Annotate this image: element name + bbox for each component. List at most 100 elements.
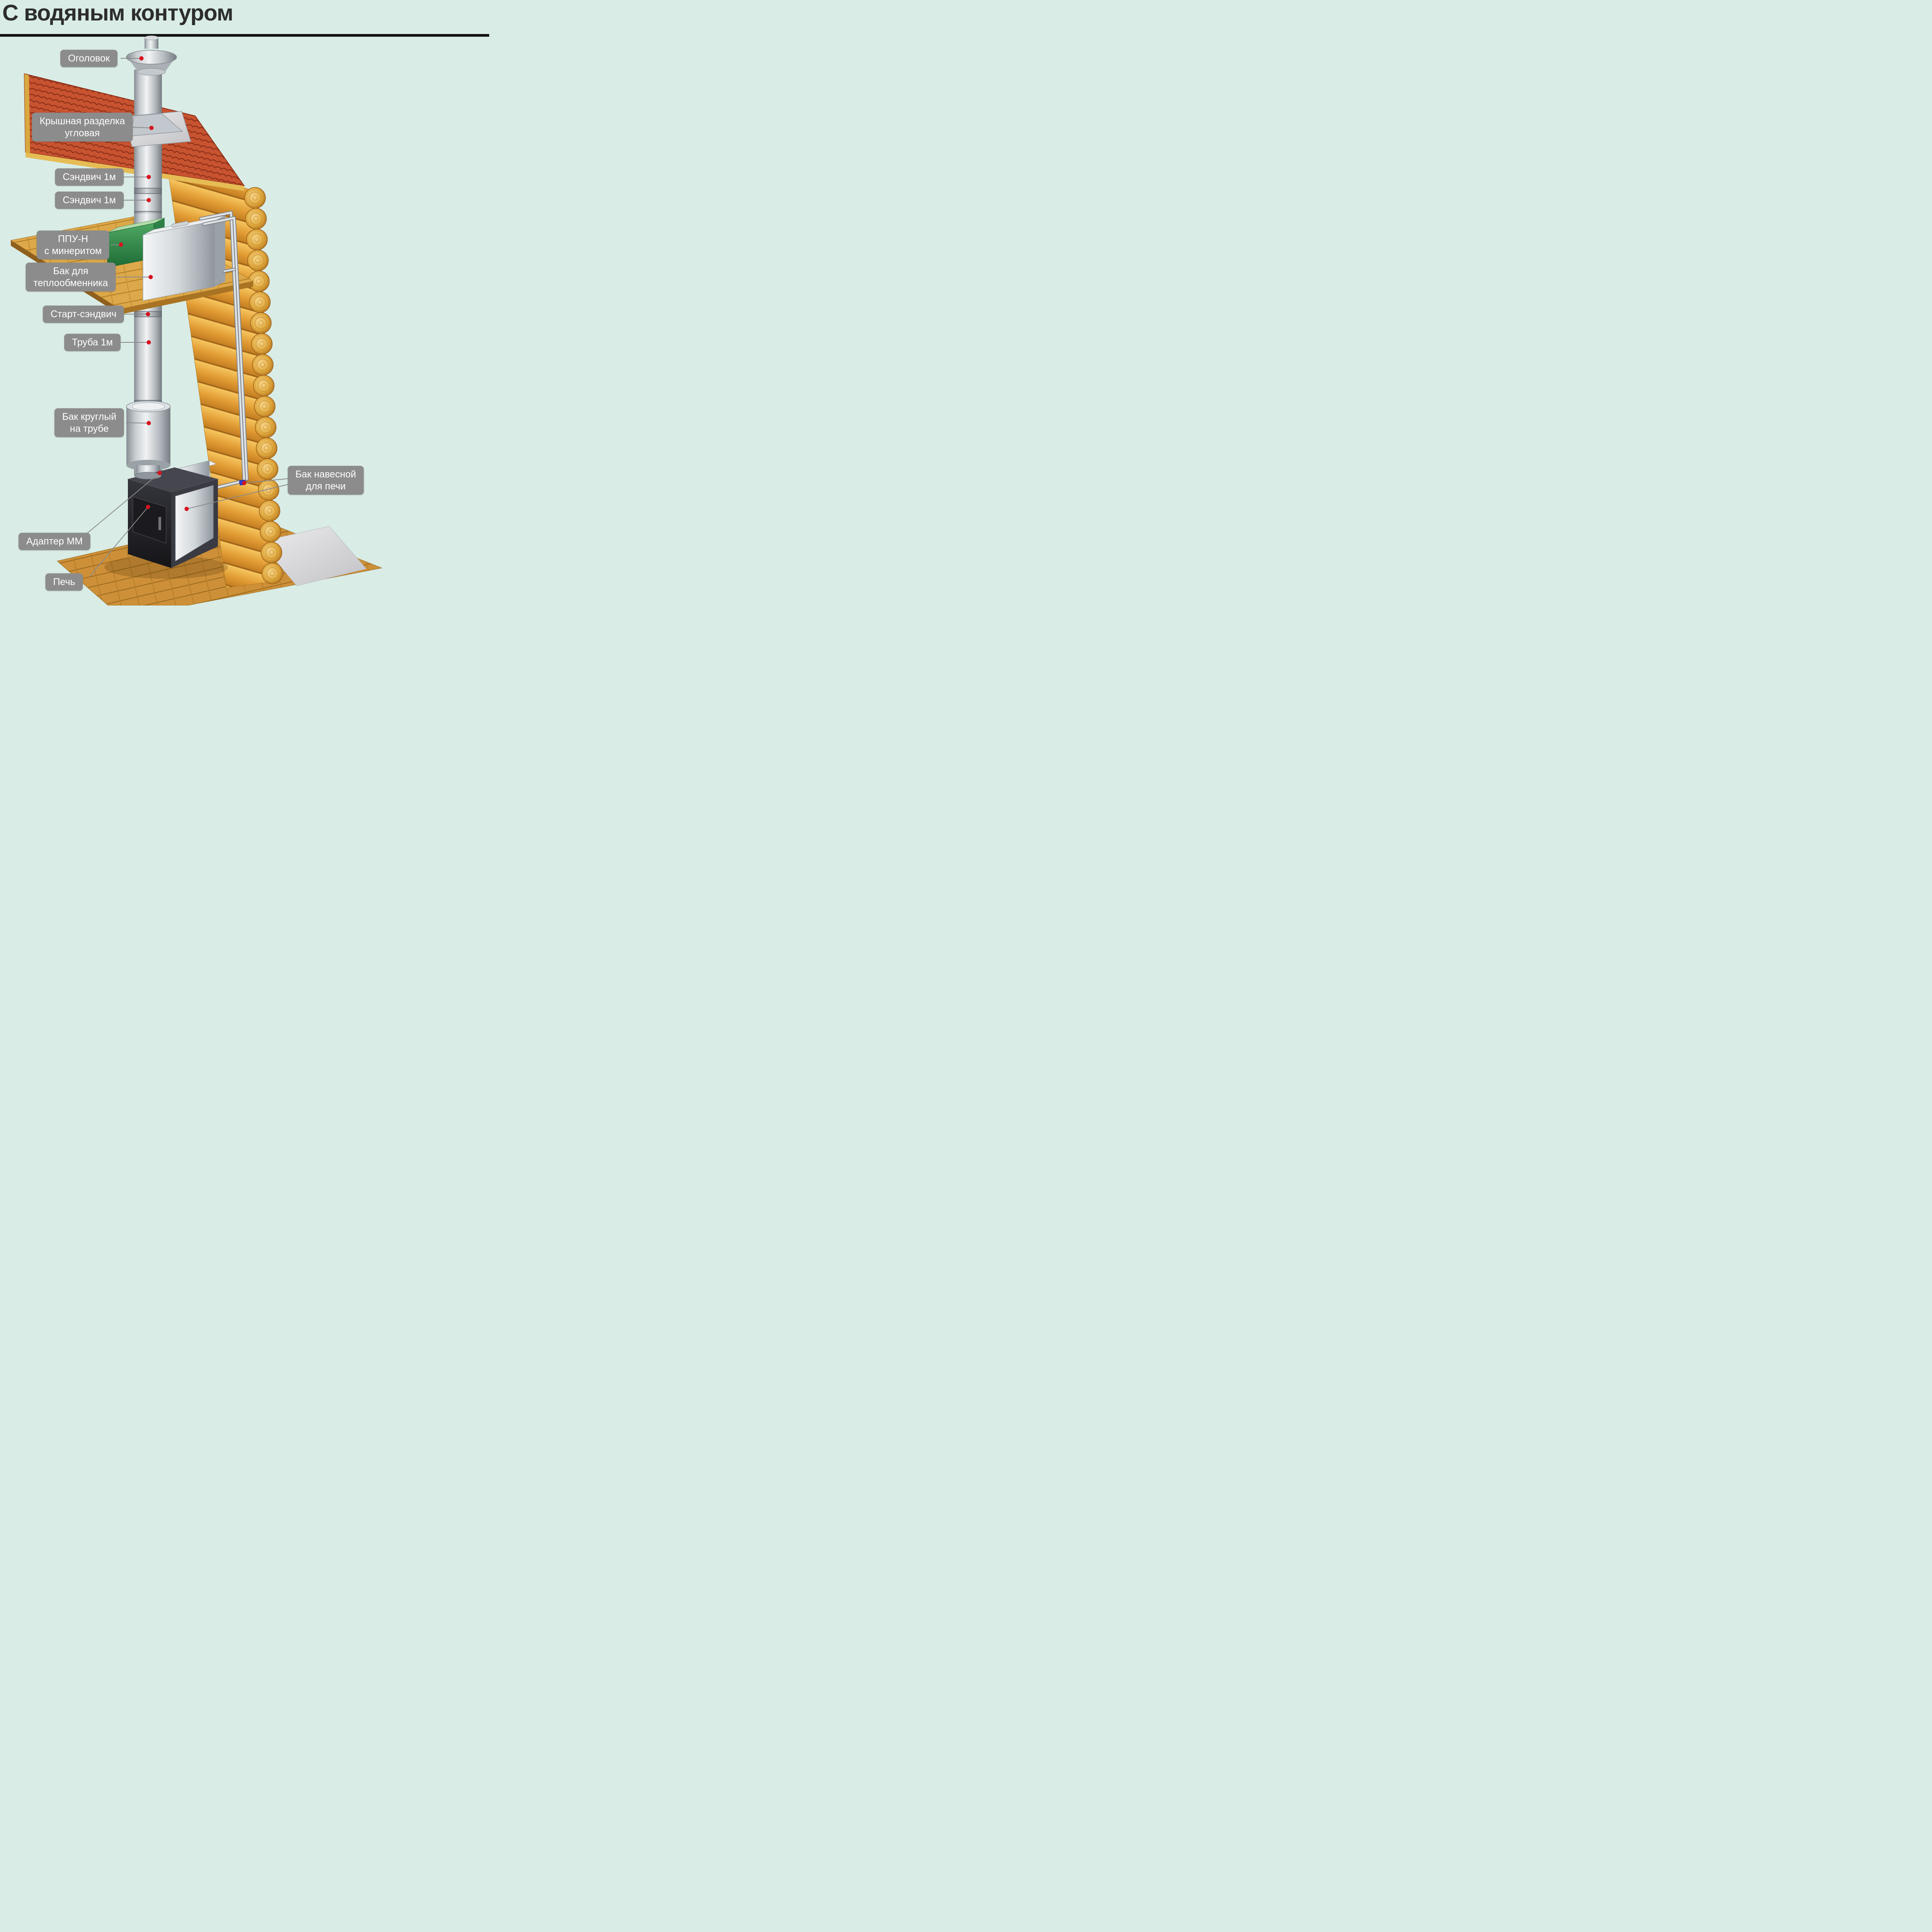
log-end xyxy=(260,442,273,454)
log-end xyxy=(259,400,271,413)
hanging-tank xyxy=(175,485,214,561)
round-tank-on-pipe xyxy=(126,401,171,477)
marker-dot xyxy=(146,198,151,202)
pipe-joint xyxy=(134,188,162,194)
infographic-page: С водяным контуром xyxy=(0,0,489,605)
log-end xyxy=(247,250,269,271)
log-end xyxy=(259,341,265,347)
label-sandwich-1m-upper: Сэндвич 1м xyxy=(55,168,124,186)
label-pipe-1m: Труба 1м xyxy=(64,333,121,351)
log-end xyxy=(255,338,268,350)
marker-dot xyxy=(146,421,151,425)
log-end xyxy=(255,258,261,263)
log-end xyxy=(253,375,275,396)
log-end xyxy=(270,571,275,576)
marker-dot xyxy=(148,275,153,279)
log-end xyxy=(262,563,283,584)
marker-dot xyxy=(146,175,151,179)
installation-illustration xyxy=(10,36,383,605)
marker-dot xyxy=(157,471,162,475)
label-heat-exchanger-tank: Бак для теплообменника xyxy=(26,262,116,292)
log-end xyxy=(257,299,263,305)
label-roof-flashing: Крышная разделка угловая xyxy=(32,112,133,142)
log-end xyxy=(254,396,276,417)
log-end xyxy=(254,237,260,242)
log-end xyxy=(264,446,269,451)
label-hanging-tank-for-stove: Бак навесной для печи xyxy=(287,466,364,495)
roof-flashing xyxy=(122,111,191,147)
door-handle xyxy=(158,517,161,530)
log-end xyxy=(262,404,267,409)
connector-line xyxy=(130,127,152,128)
log-end xyxy=(263,425,269,430)
label-ceiling-pass-unit: ППУ-Н с минеритом xyxy=(36,230,110,260)
label-stove: Печь xyxy=(45,573,83,591)
log-end xyxy=(258,479,279,501)
log-end xyxy=(260,521,281,543)
stove xyxy=(127,460,219,568)
log-end xyxy=(264,526,277,538)
page-title: С водяным контуром xyxy=(2,0,233,26)
log-end xyxy=(251,333,273,355)
label-cap: Оголовок xyxy=(60,49,117,67)
log-end xyxy=(252,195,258,201)
adapter-collar xyxy=(134,472,162,480)
tank-side xyxy=(214,216,225,287)
connector-line xyxy=(186,483,291,509)
log-end xyxy=(252,254,264,267)
log-end xyxy=(265,466,270,472)
markers xyxy=(119,56,247,511)
water-pipes xyxy=(199,211,249,490)
label-start-sandwich: Старт-сэндвич xyxy=(43,305,124,323)
log-end xyxy=(249,291,271,313)
log-end xyxy=(267,508,272,514)
roof-gable-edge xyxy=(24,74,30,154)
stove-door xyxy=(133,497,167,544)
log-end xyxy=(257,458,279,480)
log-end xyxy=(265,546,278,559)
marker-dot xyxy=(149,126,154,130)
marker-dot xyxy=(139,56,144,61)
log-end xyxy=(258,320,264,326)
connector-line xyxy=(83,473,160,537)
log-end xyxy=(266,567,279,580)
log-end xyxy=(250,312,272,334)
label-sandwich-1m-lower: Сэндвич 1м xyxy=(55,191,124,209)
cap-rim xyxy=(137,68,166,76)
log-end xyxy=(252,354,274,376)
log-end xyxy=(259,421,272,434)
stove-shadow xyxy=(104,556,228,579)
log-end xyxy=(257,359,269,371)
log-end xyxy=(253,296,266,308)
log-end xyxy=(257,379,270,392)
log-end xyxy=(261,463,274,475)
upper-floor-front-edge xyxy=(120,281,253,315)
marker-dot xyxy=(146,505,150,509)
log-end xyxy=(251,233,263,246)
tank-lid-handle xyxy=(171,221,189,228)
heat-exchanger-tank xyxy=(143,215,226,301)
log-end xyxy=(255,317,267,329)
log-end xyxy=(246,229,268,250)
connector-line xyxy=(244,478,291,483)
log-end xyxy=(262,484,275,496)
log-end xyxy=(255,417,277,438)
log-end xyxy=(253,216,259,221)
log-end xyxy=(245,208,267,230)
log-end xyxy=(259,500,281,522)
log-end xyxy=(250,213,262,225)
chimney-cap xyxy=(126,36,177,76)
cap-disc xyxy=(126,50,177,65)
log-end xyxy=(256,279,262,284)
log-end xyxy=(244,187,266,209)
log-end xyxy=(260,542,282,563)
marker-dot xyxy=(242,481,247,485)
floor-protection-sheet xyxy=(259,526,367,586)
tank-front xyxy=(143,221,215,301)
log-end xyxy=(268,529,273,534)
connector-line xyxy=(89,507,148,577)
marker-dot xyxy=(146,312,150,316)
label-adapter-mm: Адаптер ММ xyxy=(18,532,91,550)
marker-dot xyxy=(184,507,189,511)
log-ends xyxy=(244,187,283,584)
